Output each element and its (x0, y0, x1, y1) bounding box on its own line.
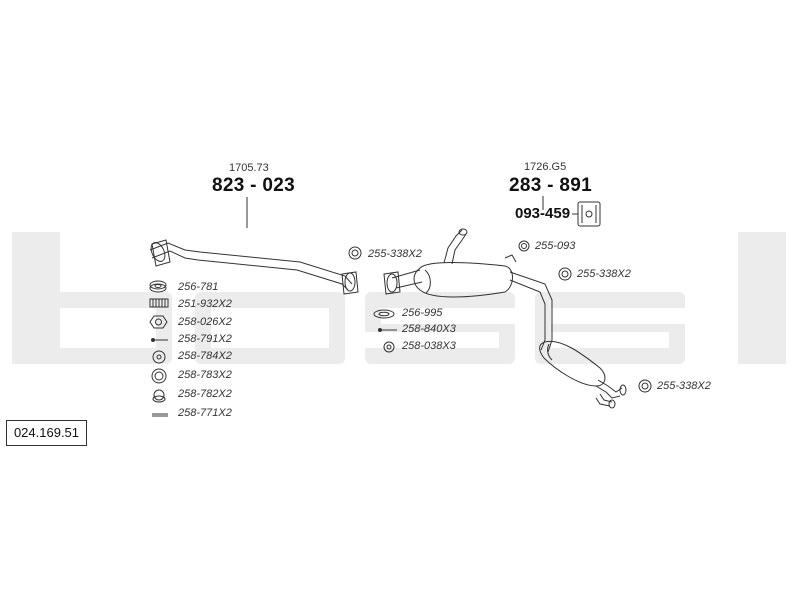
bolt-icon (151, 338, 168, 342)
left-part-label: 258-784X2 (178, 350, 232, 362)
front-pipe-code: 1705.73 (229, 162, 269, 174)
rear-section-code: 1726.G5 (524, 161, 567, 173)
left-part-label: 256-781 (178, 281, 219, 293)
reference-number-box: 024.169.51 (6, 420, 87, 446)
nut-icon (149, 315, 168, 329)
left-part-label: 258-771X2 (178, 407, 232, 419)
spring-icon (149, 298, 169, 308)
bolt-icon-2 (378, 328, 397, 332)
middle-part-label: 258-840X3 (402, 323, 456, 335)
rear-section-part-number: 283 - 891 (509, 175, 592, 196)
nut-icon-2 (383, 341, 395, 353)
middle-part-label: 258-038X3 (402, 340, 456, 352)
left-part-label: 258-782X2 (178, 388, 232, 400)
right-part-label: 255-093 (535, 240, 576, 252)
right-part-label: 255-338X2 (657, 380, 711, 392)
left-part-label: 251-932X2 (178, 298, 232, 310)
washer-icon (152, 350, 166, 364)
rear-exhaust-section (383, 228, 627, 409)
clamp-icon-255-093 (518, 240, 530, 252)
left-part-label: 258-026X2 (178, 316, 232, 328)
bracket-icon (577, 201, 601, 227)
clamp-ring-icon (348, 246, 362, 260)
gasket-ring-icon (373, 309, 395, 319)
front-pipe-part-number: 823 - 023 (212, 175, 295, 196)
flange-gasket-icon (149, 280, 167, 293)
stud-icon (152, 413, 168, 417)
bracket-part-number: 093-459 (515, 205, 571, 222)
left-part-label: 258-791X2 (178, 333, 232, 345)
front-pipe (149, 239, 359, 295)
rubber-mount-icon (152, 389, 166, 403)
middle-part-label: 255-338X2 (368, 248, 422, 260)
clamp-icon-right-2 (638, 379, 652, 393)
left-part-label: 258-783X2 (178, 369, 232, 381)
clamp-icon-right-1 (558, 267, 572, 281)
ring-clamp-icon (151, 368, 167, 384)
middle-part-label: 256-995 (402, 307, 443, 319)
right-part-label: 255-338X2 (577, 268, 631, 280)
